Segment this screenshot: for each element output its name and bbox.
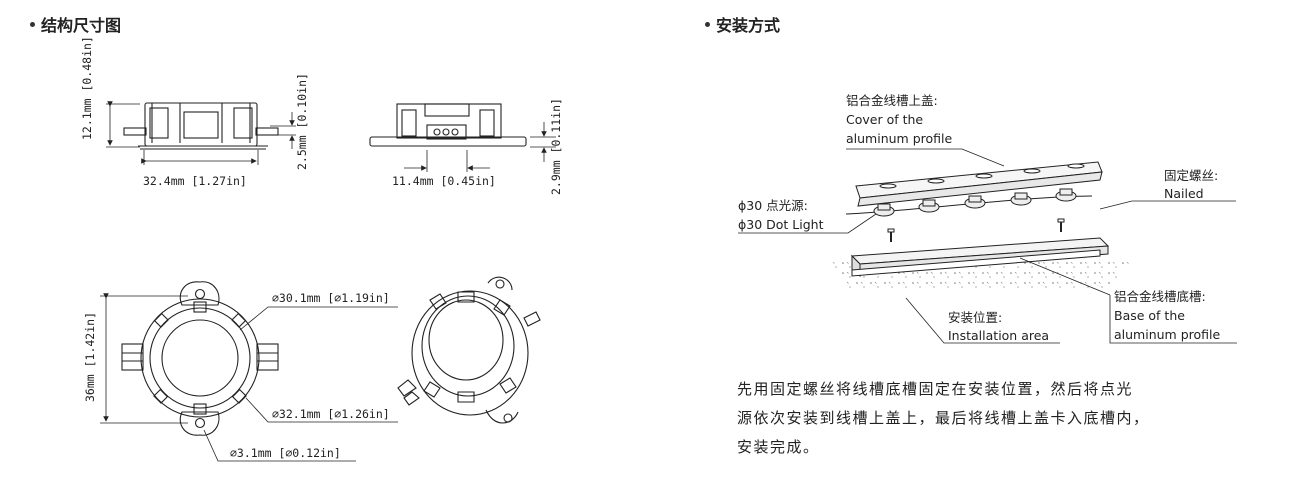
cover-label-cn: 铝合金线槽上盖: [846, 93, 938, 108]
dim-height-total: 12.1mm [0.48in] [80, 36, 94, 140]
install-title: 安装方式 [716, 16, 781, 35]
bullet-icon [30, 22, 35, 27]
dim-connector-width: 11.4mm [0.45in] [392, 174, 496, 188]
structure-heading: 结构尺寸图 [30, 12, 121, 36]
area-label-en: Installation area [948, 328, 1049, 343]
side-view-right-dims [404, 122, 556, 172]
side-view-left-dims [106, 101, 296, 165]
dot-label-cn: ϕ30 点光源: [738, 198, 808, 213]
nailed-label-en: Nailed [1164, 186, 1204, 201]
structure-title: 结构尺寸图 [41, 16, 122, 35]
side-view-left [123, 102, 279, 150]
front-view [121, 281, 279, 436]
base-label-en-2: aluminum profile [1114, 327, 1220, 342]
nailed-label-cn: 固定螺丝: [1164, 168, 1218, 183]
dim-width-side: 32.4mm [1.27in] [143, 174, 247, 188]
base-label-en-1: Base of the [1114, 308, 1185, 323]
base-label-cn: 铝合金线槽底槽: [1114, 289, 1206, 304]
bullet-icon [705, 22, 710, 27]
dim-diameter-inner: ⌀32.1mm [⌀1.26in] [272, 407, 390, 421]
cover-label-en-1: Cover of the [846, 112, 923, 127]
dim-right-offset: 2.9mm [0.11in] [549, 98, 563, 195]
description-line-1: 先用固定螺丝将线槽底槽固定在安装位置，然后将点光 [737, 380, 1134, 398]
install-screws [887, 218, 1065, 242]
area-label-cn: 安装位置: [948, 310, 1002, 325]
dim-top-offset: 2.5mm [0.10in] [295, 73, 309, 170]
cover-label-en-2: aluminum profile [846, 131, 952, 146]
front-view-dims [100, 293, 398, 462]
install-cover [855, 161, 1103, 207]
description-line-3: 安装完成。 [737, 438, 820, 456]
description-line-2: 源依次安装到线槽上盖上，最后将线槽上盖卡入底槽内， [737, 409, 1150, 427]
dim-diameter-outer: ⌀30.1mm [⌀1.19in] [272, 291, 390, 305]
install-description: 先用固定螺丝将线槽底槽固定在安装位置，然后将点光 源依次安装到线槽上盖上，最后将… [737, 375, 1277, 462]
dot-label-en: ϕ30 Dot Light [738, 217, 824, 232]
dim-hole-diameter: ⌀3.1mm [⌀0.12in] [230, 446, 341, 460]
dim-height-front: 36mm [1.42in] [83, 312, 97, 402]
install-leaders [738, 148, 1237, 344]
side-view-right [369, 103, 527, 147]
install-base-channel [830, 237, 1130, 292]
perspective-view [397, 276, 541, 424]
install-dot-lights [845, 188, 1093, 217]
install-heading: 安装方式 [705, 12, 780, 36]
